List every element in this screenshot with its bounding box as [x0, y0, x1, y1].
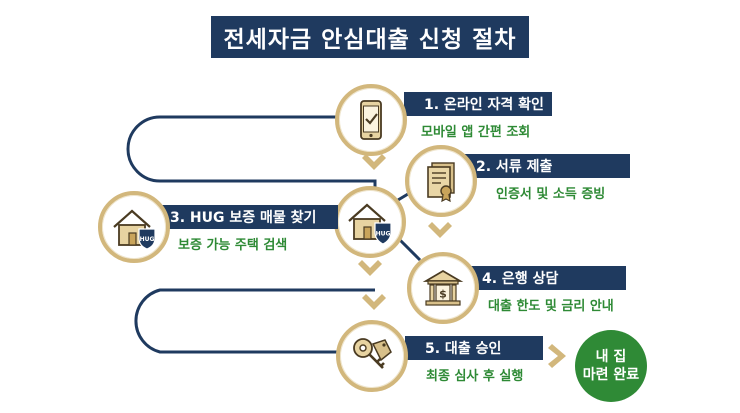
- final-line2: 마련 완료: [582, 367, 640, 383]
- step5-circle: [336, 320, 408, 392]
- step3-label: 3. HUG 보증 매물 찾기: [150, 205, 338, 229]
- final-goal-circle: 내 집 마련 완료: [575, 330, 647, 402]
- step3-circle: HUG: [98, 191, 170, 263]
- house-shield-hug-icon: HUG: [348, 203, 392, 245]
- svg-text:$: $: [439, 288, 447, 301]
- hub-badge-text: HUG: [376, 231, 391, 238]
- step1-label: 1. 온라인 자격 확인: [404, 92, 552, 116]
- hub-circle: HUG: [334, 186, 406, 258]
- step5-label: 5. 대출 승인: [405, 336, 543, 360]
- step3-subtext: 보증 가능 주택 검색: [178, 238, 288, 253]
- step5-subtext: 최종 심사 후 실행: [426, 369, 524, 384]
- step4-label: 4. 은행 상담: [462, 266, 626, 290]
- bank-dollar-icon: $: [422, 269, 464, 306]
- chevron-arrow-2: [428, 222, 452, 238]
- house-shield-icon: HUG: [113, 209, 156, 249]
- final-line1: 내 집: [595, 349, 627, 365]
- page-title: 전세자금 안심대출 신청 절차: [211, 16, 529, 58]
- smartphone-check-icon: [360, 100, 382, 140]
- step4-subtext: 대출 한도 및 금리 안내: [488, 299, 614, 314]
- key-tag-icon: [353, 338, 392, 369]
- step2-label: 2. 서류 제출: [456, 154, 630, 178]
- step3-badge-text: HUG: [140, 236, 155, 243]
- step4-circle: $: [407, 252, 479, 324]
- winding-path: [126, 115, 377, 354]
- chevron-arrow-1: [362, 154, 386, 170]
- step1-circle: [335, 84, 407, 156]
- certificate-document-icon: [427, 162, 455, 203]
- chevron-arrow-4: [362, 294, 386, 310]
- chevron-arrow-5: [548, 344, 566, 368]
- step1-subtext: 모바일 앱 간편 조회: [421, 125, 531, 140]
- connector-hub-step4: [396, 236, 422, 262]
- chevron-arrow-3: [358, 260, 382, 276]
- step2-subtext: 인증서 및 소득 증빙: [496, 187, 606, 202]
- step2-circle: [405, 145, 477, 217]
